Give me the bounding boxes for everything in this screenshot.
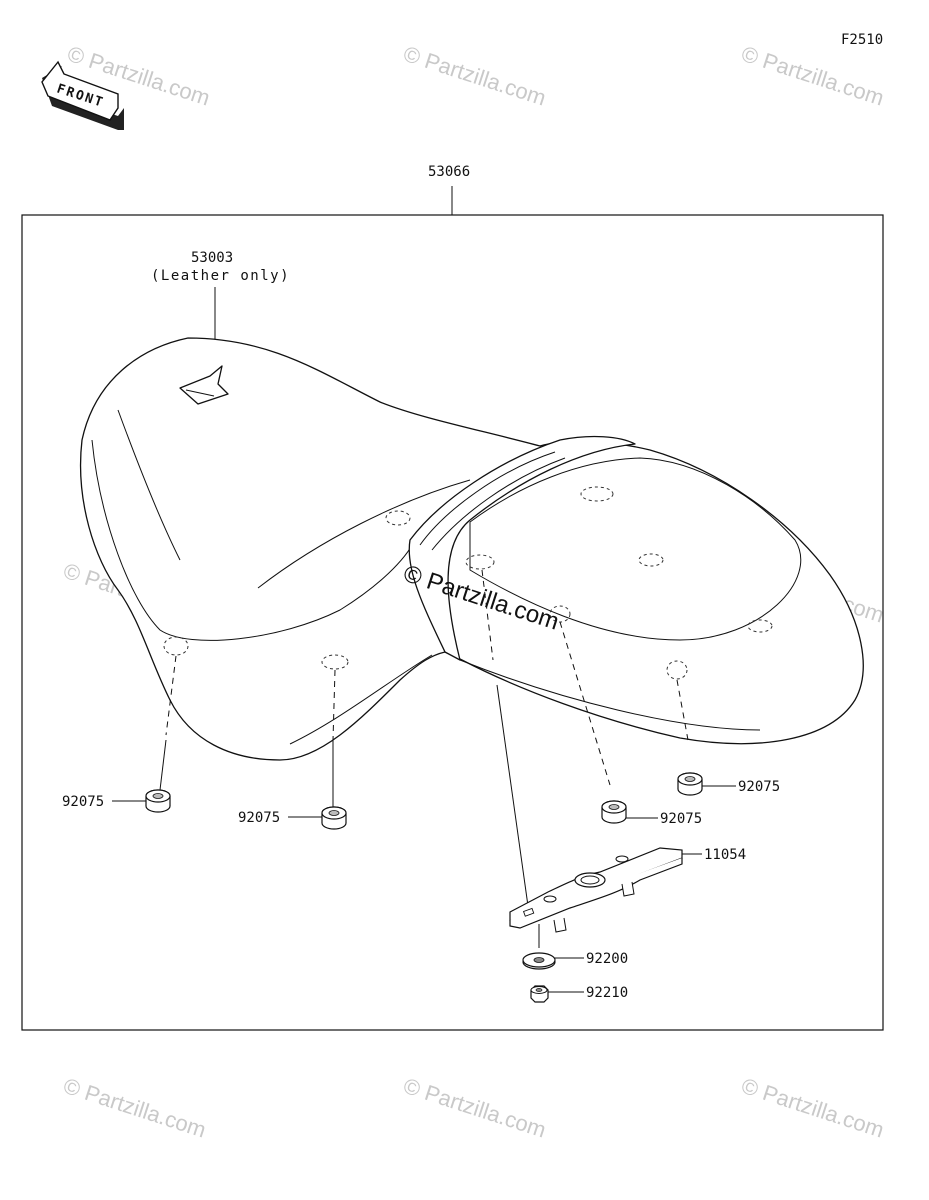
part-label-damper-front-left: 92075 xyxy=(62,794,104,810)
mount-hole xyxy=(321,654,349,670)
part-label-emblem: 53003 xyxy=(191,250,233,266)
fastener-line xyxy=(165,655,177,736)
mount-hole xyxy=(163,636,189,656)
part-label-damper-rear-right: 92075 xyxy=(738,779,780,795)
bracket-icon xyxy=(509,847,683,933)
pillion-band xyxy=(408,435,636,661)
seat-skirt-line xyxy=(289,654,433,745)
damper-icon xyxy=(145,789,171,813)
rider-seat-edge xyxy=(257,479,471,589)
part-label-bracket: 11054 xyxy=(704,847,746,863)
fastener-line xyxy=(332,669,336,741)
watermark: © Partzilla.com xyxy=(400,41,549,111)
part-label-damper-front-mid: 92075 xyxy=(238,810,280,826)
nut-icon xyxy=(530,985,549,1003)
damper-icon xyxy=(321,806,347,830)
part-note-emblem: (Leather only) xyxy=(151,268,290,284)
mount-hole xyxy=(747,619,773,633)
watermark: © Partzilla.com xyxy=(738,1073,887,1143)
pillion-band-line xyxy=(419,451,556,546)
fastener-line xyxy=(481,569,494,661)
part-label-assembly: 53066 xyxy=(428,164,470,180)
part-label-washer: 92200 xyxy=(586,951,628,967)
pillion-seat-lower-edge xyxy=(459,659,761,731)
pillion-band-line xyxy=(431,457,566,551)
damper-icon xyxy=(601,800,627,824)
mount-hole xyxy=(580,486,614,502)
seat-illustration xyxy=(79,337,864,761)
mount-hole xyxy=(465,554,495,570)
watermark: © Partzilla.com xyxy=(738,41,887,111)
watermark: © Partzilla.com xyxy=(60,1073,209,1143)
emblem-detail xyxy=(185,389,215,397)
part-label-damper-rear-mid: 92075 xyxy=(660,811,702,827)
damper-icon xyxy=(677,772,703,796)
rider-seat-contour xyxy=(91,439,416,641)
washer-icon xyxy=(522,952,556,970)
figure-code: F2510 xyxy=(841,32,883,48)
watermark: © Partzilla.com xyxy=(400,1073,549,1143)
mount-hole xyxy=(385,510,411,526)
front-direction-arrow-icon: FRONT xyxy=(41,60,124,130)
rider-seat-crease xyxy=(117,409,181,561)
mount-hole xyxy=(666,660,688,680)
pillion-seat-top xyxy=(469,457,802,641)
emblem-shape xyxy=(179,365,229,405)
part-label-nut: 92210 xyxy=(586,985,628,1001)
fastener-line-solid xyxy=(159,739,167,791)
mount-hole xyxy=(638,553,664,567)
seat-outline xyxy=(79,337,864,761)
assembly-frame xyxy=(21,214,884,1031)
bracket-line xyxy=(496,684,529,907)
